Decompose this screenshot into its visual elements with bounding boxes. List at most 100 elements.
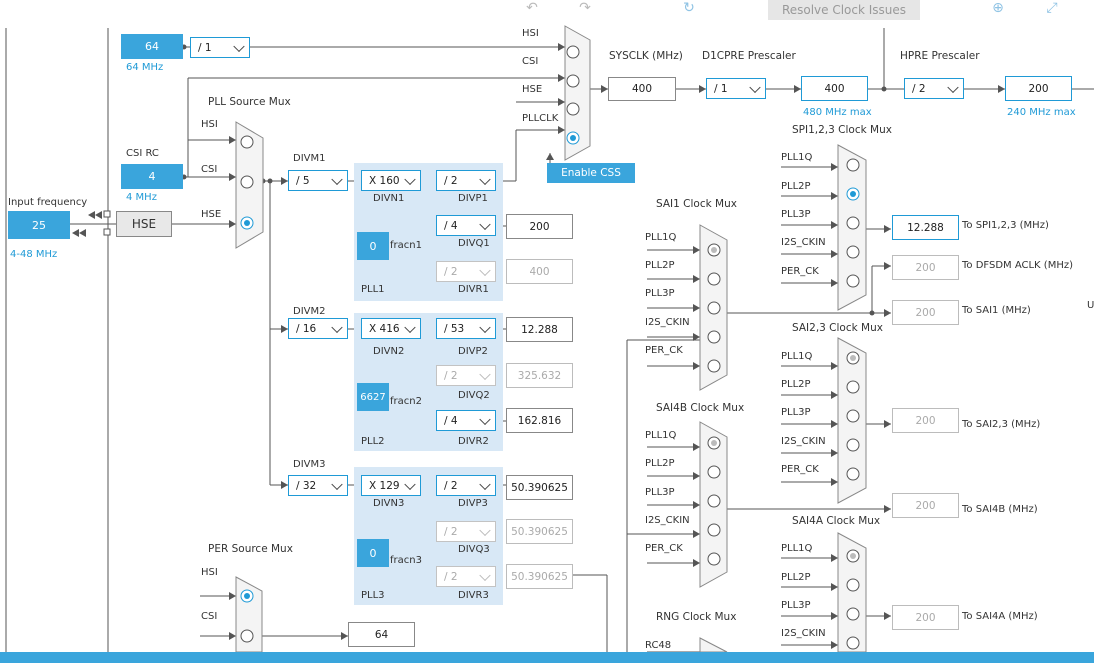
divq2-select[interactable]: / 2: [436, 365, 496, 386]
sai23-output-label: To SAI2,3 (MHz): [962, 419, 1041, 430]
divp3-select[interactable]: / 2: [436, 475, 496, 496]
divm2-value: / 16: [296, 322, 317, 335]
per-mux-input-hsi: HSI: [201, 567, 218, 578]
csi-rc-title: CSI RC: [126, 148, 159, 159]
chevron-down-icon: [479, 218, 491, 230]
divn1-select[interactable]: X 160: [361, 170, 421, 191]
d1cpre-max-label: 480 MHz max: [803, 107, 872, 118]
sai23-mux-input: PER_CK: [781, 464, 819, 475]
pll-source-mux-title: PLL Source Mux: [208, 96, 291, 108]
divm3-label: DIVM3: [293, 459, 326, 470]
sai4b-mux-input: PER_CK: [645, 543, 683, 554]
divq1-select[interactable]: / 4: [436, 215, 496, 236]
enable-css-button[interactable]: Enable CSS: [547, 163, 635, 183]
hpre-max-label: 240 MHz max: [1007, 107, 1076, 118]
redo-icon[interactable]: ↷: [579, 0, 591, 16]
spi-mux-input: PLL3P: [781, 209, 811, 220]
sai23-output: 200: [892, 408, 959, 433]
sysclk-mux-input-pllclk: PLLCLK: [522, 113, 559, 124]
divq3-select[interactable]: / 2: [436, 521, 496, 542]
undo-icon[interactable]: ↶: [526, 0, 538, 16]
divp2-select[interactable]: / 53: [436, 318, 496, 339]
divq1-value: / 4: [444, 219, 458, 232]
chevron-down-icon: [331, 173, 343, 185]
divp1-select[interactable]: / 2: [436, 170, 496, 191]
divr2-label: DIVR2: [458, 436, 489, 447]
fracn2-field[interactable]: 6627: [357, 383, 389, 411]
bottom-scrollbar[interactable]: [0, 652, 1094, 663]
fracn1-field[interactable]: 0: [357, 232, 389, 260]
dfsdm-output: 200: [892, 255, 959, 280]
d1cpre-select[interactable]: / 1: [706, 78, 766, 99]
divn1-label: DIVN1: [373, 193, 405, 204]
rng-mux-title: RNG Clock Mux: [656, 611, 737, 623]
hsi-freq-label: 64 MHz: [126, 62, 164, 73]
divr2-value: / 4: [444, 414, 458, 427]
divq2-label: DIVQ2: [458, 390, 490, 401]
divr1-select[interactable]: / 2: [436, 261, 496, 282]
divn1-value: X 160: [369, 174, 400, 187]
edge-truncated-label: U: [1087, 300, 1094, 311]
spi-mux-input: PER_CK: [781, 266, 819, 277]
sai23-mux-input: PLL2P: [781, 379, 811, 390]
divn3-select[interactable]: X 129: [361, 475, 421, 496]
dfsdm-output-label: To DFSDM ACLK (MHz): [962, 260, 1073, 271]
sai1-output: 200: [892, 300, 959, 325]
zoom-in-icon[interactable]: ⊕: [992, 0, 1004, 16]
divq2-output: 325.632: [506, 363, 573, 388]
fracn2-label: fracn2: [390, 396, 422, 407]
hsi-rc-value: 64: [121, 34, 183, 59]
chevron-down-icon: [479, 413, 491, 425]
divm1-select[interactable]: / 5: [288, 170, 348, 191]
sai1-mux-input: PLL3P: [645, 288, 675, 299]
sai4b-mux-input: I2S_CKIN: [645, 515, 690, 526]
sysclk-value: 400: [608, 77, 676, 101]
hsi-divider-select[interactable]: / 1: [190, 37, 250, 58]
divn2-select[interactable]: X 416: [361, 318, 421, 339]
input-frequency-field[interactable]: 25: [8, 211, 70, 239]
divq3-value: / 2: [444, 525, 458, 538]
divm3-select[interactable]: / 32: [288, 475, 348, 496]
sai4b-mux-input: PLL1Q: [645, 430, 677, 441]
chevron-down-icon: [404, 478, 416, 490]
pll2-name: PLL2: [361, 436, 385, 447]
rng-mux-input: RC48: [645, 640, 672, 651]
chevron-down-icon: [479, 524, 491, 536]
divm1-label: DIVM1: [293, 153, 326, 164]
per-source-mux-title: PER Source Mux: [208, 543, 293, 555]
refresh-icon[interactable]: ↻: [683, 0, 695, 16]
divp2-value: / 53: [444, 322, 465, 335]
spi-output: 12.288: [892, 215, 959, 240]
chevron-down-icon: [749, 81, 761, 93]
fracn3-label: fracn3: [390, 555, 422, 566]
divp3-label: DIVP3: [458, 498, 488, 509]
fracn3-field[interactable]: 0: [357, 539, 389, 567]
hpre-output: 200: [1005, 76, 1072, 101]
divp2-output: 12.288: [506, 317, 573, 342]
spi-mux-title: SPI1,2,3 Clock Mux: [792, 124, 892, 136]
divp3-value: / 2: [444, 479, 458, 492]
divr3-output: 50.390625: [506, 564, 573, 589]
fit-to-window-icon[interactable]: ⤢: [1046, 0, 1058, 16]
divm1-value: / 5: [296, 174, 310, 187]
sai4a-mux-input: PLL3P: [781, 600, 811, 611]
divr3-select[interactable]: / 2: [436, 566, 496, 587]
divr2-select[interactable]: / 4: [436, 410, 496, 431]
sai1-mux-input: I2S_CKIN: [645, 317, 690, 328]
resolve-clock-issues-button[interactable]: Resolve Clock Issues: [768, 0, 920, 20]
chevron-down-icon: [947, 81, 959, 93]
divp1-label: DIVP1: [458, 193, 488, 204]
divr1-value: / 2: [444, 265, 458, 278]
sai4a-mux-title: SAI4A Clock Mux: [792, 515, 881, 527]
hpre-select[interactable]: / 2: [904, 78, 964, 99]
chevron-down-icon: [331, 478, 343, 490]
pll1-name: PLL1: [361, 284, 385, 295]
pll-mux-input-csi: CSI: [201, 164, 218, 175]
divn2-value: X 416: [369, 322, 400, 335]
divq2-value: / 2: [444, 369, 458, 382]
pll-mux-input-hse: HSE: [201, 209, 222, 220]
sai4a-mux-input: PLL1Q: [781, 543, 813, 554]
d1cpre-value: / 1: [714, 82, 728, 95]
sai23-mux-input: PLL3P: [781, 407, 811, 418]
divm2-select[interactable]: / 16: [288, 318, 348, 339]
